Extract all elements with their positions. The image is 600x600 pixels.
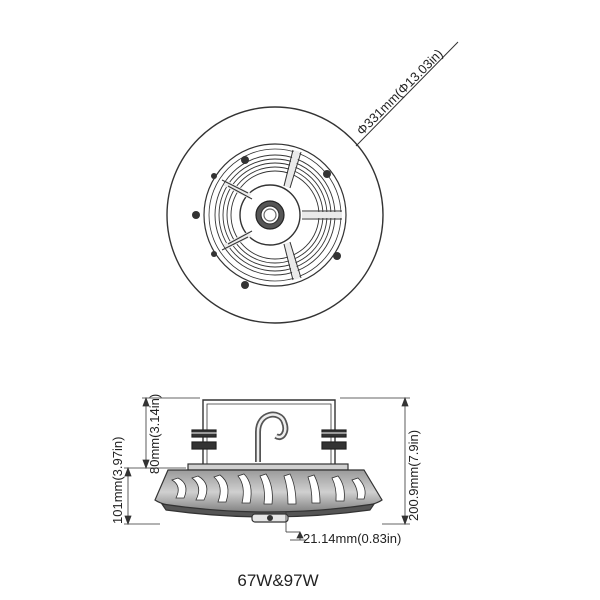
hanging-hook xyxy=(255,411,289,462)
outer-rim xyxy=(166,106,384,324)
height-101-label: 101mm(3.97in) xyxy=(110,437,125,524)
caption: 67W&97W xyxy=(237,571,318,590)
inner-rim xyxy=(203,143,347,287)
screws xyxy=(192,156,341,289)
guard-rib-outlines xyxy=(221,149,342,281)
lens-bottom xyxy=(160,503,376,518)
side-view xyxy=(154,399,383,523)
top-view xyxy=(166,106,384,324)
mounting-bracket xyxy=(202,399,336,470)
top-plate xyxy=(187,463,349,471)
cooling-fins xyxy=(171,473,366,505)
diameter-label: Φ331mm(Φ13.03in) xyxy=(354,46,446,138)
guard-ribs xyxy=(223,150,342,280)
offset-label: 21.14mm(0.83in) xyxy=(303,531,401,546)
height-80-label: 80mm(3.14in) xyxy=(147,394,162,474)
hub-outer xyxy=(239,184,301,246)
bracket-bolts xyxy=(190,429,348,450)
hub-sensor-inner xyxy=(263,208,277,222)
diameter-dimension xyxy=(355,41,459,147)
side-dimension-lines xyxy=(124,396,410,541)
height-200-label: 200.9mm(7.9in) xyxy=(406,430,421,521)
